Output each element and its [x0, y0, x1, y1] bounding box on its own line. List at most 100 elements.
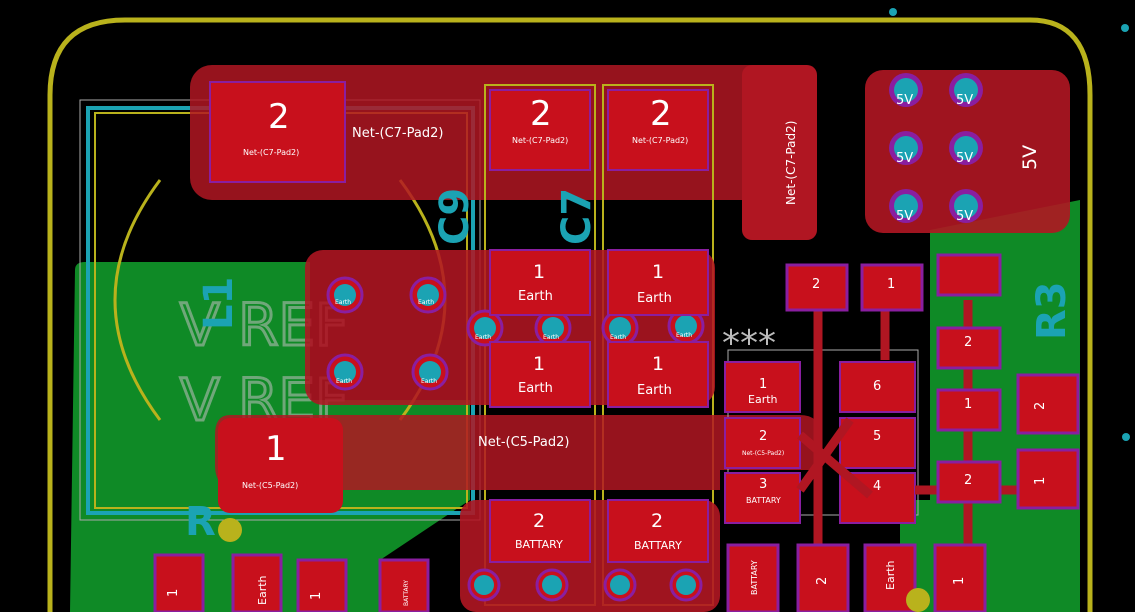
board-edge-dot	[1122, 433, 1130, 441]
pad-resistor-1[interactable]	[936, 388, 1002, 432]
mounting-dot	[906, 588, 930, 612]
pad-number: 1	[759, 377, 767, 392]
pad-c5-1-large[interactable]	[218, 418, 343, 513]
silkscreen-stars: ***	[722, 323, 776, 364]
via-label-5v: 5V	[896, 209, 913, 224]
pad-net-label: Net-(C5-Pad2)	[742, 450, 784, 457]
pad-c7-2-vertical[interactable]	[742, 65, 817, 240]
pad-net-label: Net-(C7-Pad2)	[243, 148, 299, 157]
pad-number: 1	[964, 397, 972, 412]
ic-pad-3[interactable]	[724, 472, 801, 524]
pad-bottom-earth[interactable]	[231, 553, 283, 612]
via-label-5v: 5V	[956, 209, 973, 224]
pad-number: 2	[964, 473, 972, 488]
pad-bottom-battary-2[interactable]	[726, 543, 780, 612]
ic-pad-5[interactable]	[839, 417, 916, 469]
ref-c7: C7	[554, 188, 600, 245]
pad-number: 1	[652, 353, 664, 375]
via-label-earth: Earth	[475, 334, 491, 341]
connector-pad1-5v: 5V	[1019, 145, 1041, 170]
pad-label-battary: BATTARY	[515, 538, 563, 551]
pad-net-label: Net-(C5-Pad2)	[242, 481, 298, 490]
pad-label-battary: BATTARY	[746, 496, 781, 505]
pad-c7-2-a[interactable]	[489, 89, 591, 171]
via-label-earth: Earth	[336, 378, 352, 385]
via-label-5v: 5V	[896, 151, 913, 166]
board-edge-outline	[47, 17, 1093, 612]
earth-vias	[326, 276, 705, 391]
pad-net-label: Net-(C7-Pad2)	[632, 136, 688, 145]
ref-r3: R3	[1029, 281, 1075, 340]
pad-number: 2	[650, 94, 672, 134]
pad-number: 1	[265, 429, 287, 469]
inductor-arc-left	[113, 179, 162, 421]
pad-number: 2	[651, 510, 663, 532]
net-label-c5: Net-(C5-Pad2)	[478, 435, 569, 450]
via-label-5v: 5V	[956, 151, 973, 166]
via-label-5v: 5V	[896, 93, 913, 108]
pad-battary-2b[interactable]	[607, 499, 709, 563]
pad-resistor-2[interactable]	[936, 460, 1002, 504]
pad-bottom-1c[interactable]	[933, 543, 987, 612]
pad-small-1[interactable]	[860, 263, 924, 312]
pad-number: 5	[873, 429, 881, 444]
pad-label-earth: Earth	[637, 383, 672, 398]
battary-vias	[467, 568, 703, 602]
pad-side-2[interactable]	[1016, 373, 1080, 435]
net-c5-pad2-zone[interactable]	[215, 415, 820, 490]
pad-number: 2	[759, 429, 767, 444]
pad-bottom-2[interactable]	[796, 543, 850, 612]
pad-small-2[interactable]	[785, 263, 849, 312]
board-corner-dot	[1121, 24, 1129, 32]
pad-number: 3	[759, 477, 767, 492]
ref-l1: L1	[196, 277, 242, 330]
via-label-5v: 5V	[956, 93, 973, 108]
pad-number: 4	[873, 479, 881, 494]
ic-pad-1[interactable]	[724, 361, 801, 413]
pad-label-battary: BATTARY	[403, 580, 410, 606]
pad-label-earth: Earth	[256, 575, 269, 605]
pad-number: 1	[533, 261, 545, 283]
pad-c7-2-b[interactable]	[607, 89, 709, 171]
via-label-earth: Earth	[676, 332, 692, 339]
mounting-dot	[218, 518, 242, 542]
pad-c7-2-large[interactable]	[209, 81, 346, 183]
pad-battary-2a[interactable]	[489, 499, 591, 563]
pad-earth-1a[interactable]	[489, 249, 591, 316]
pad-number: 1	[1033, 477, 1048, 485]
pad-r3-2[interactable]	[936, 326, 1002, 370]
pad-label-earth: Earth	[748, 393, 778, 406]
via-label-earth: Earth	[543, 334, 559, 341]
pad-net-label: Net-(C7-Pad2)	[512, 136, 568, 145]
pad-earth-1b[interactable]	[607, 249, 709, 316]
pad-number: 2	[533, 510, 545, 532]
via-label-earth: Earth	[421, 378, 437, 385]
pad-bottom-1[interactable]	[153, 553, 205, 612]
pad-bottom-1b[interactable]	[296, 558, 348, 612]
pad-number: 2	[815, 577, 830, 585]
pad-number: 2	[268, 97, 290, 137]
pad-label-earth: Earth	[518, 289, 553, 304]
pad-label-battary: BATTARY	[750, 560, 759, 595]
pad-number: 1	[952, 577, 967, 585]
ref-r: R	[185, 499, 216, 545]
via-label-earth: Earth	[418, 299, 434, 306]
pad-number: 6	[873, 379, 881, 394]
pad-side-1[interactable]	[1016, 448, 1080, 510]
pad-number: 2	[1033, 402, 1048, 410]
pad-label-battary: BATTARY	[634, 539, 682, 552]
ic-pad-2[interactable]	[724, 417, 801, 469]
via-label-earth: Earth	[335, 299, 351, 306]
pad-number: 2	[812, 277, 820, 292]
pad-net-label-vertical: Net-(C7-Pad2)	[784, 121, 798, 205]
pad-bottom-battary[interactable]	[378, 558, 430, 612]
pad-earth-1c[interactable]	[489, 341, 591, 408]
ref-c9: C9	[432, 188, 478, 245]
pad-label-earth: Earth	[637, 291, 672, 306]
pad-number: 2	[530, 94, 552, 134]
ic-pad-6[interactable]	[839, 361, 916, 413]
pad-earth-1d[interactable]	[607, 341, 709, 408]
pad-r3-1[interactable]	[936, 253, 1002, 297]
pad-number: 1	[533, 353, 545, 375]
